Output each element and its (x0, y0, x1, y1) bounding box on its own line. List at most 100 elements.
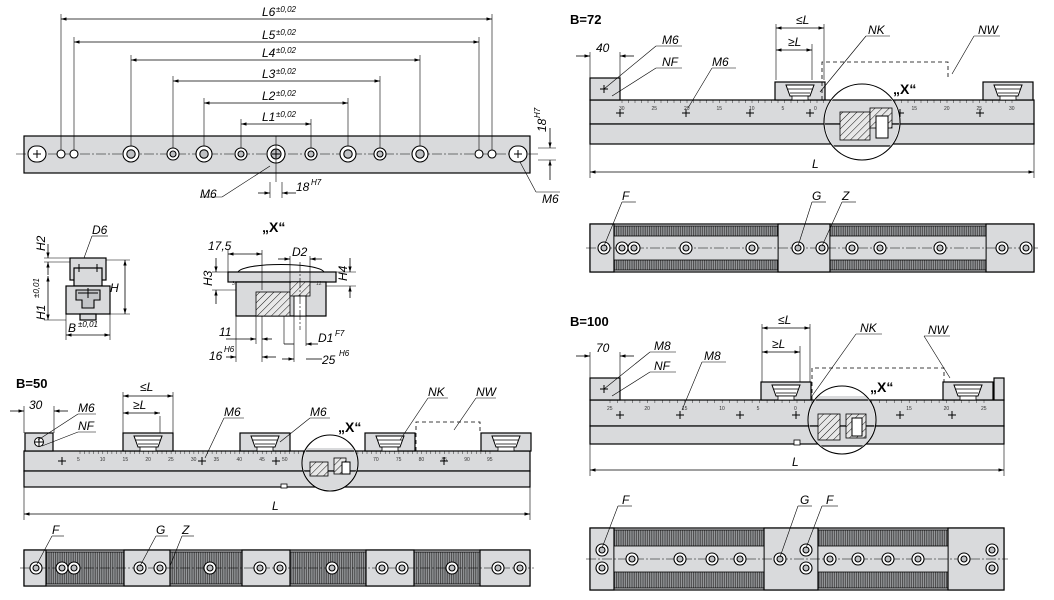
b100-dim-70: 70 (596, 341, 610, 355)
b50-end-block-left (25, 433, 53, 451)
svg-text:±0,01: ±0,01 (32, 278, 41, 298)
b50-clamp-4 (480, 432, 532, 452)
dim-h: H (110, 281, 119, 295)
b100-label-m8-b: M8 (704, 349, 721, 363)
b50-ge-l: ≥L (133, 398, 146, 412)
b100-clamp-2 (942, 381, 994, 401)
scale-tick-label: 25 (981, 406, 987, 412)
assembly-b100-side: B=100 2520151050510152025 L 70 ≤L ≥L M8 … (570, 313, 1005, 476)
scale-tick-label: 95 (487, 457, 493, 463)
dim-17-5: 17,5 (208, 239, 232, 253)
b100-x-ref: „X“ (870, 379, 893, 395)
scale-tick-label: 20 (644, 406, 650, 412)
header-b72: B=72 (570, 12, 601, 27)
scale-tick-label: 10 (719, 406, 725, 412)
dimension-chain: L6 ±0,02 L5 ±0,02 L4 ±0,02 L3 ±0,02 L2 ±… (60, 5, 560, 206)
b100-label-f-left: F (622, 493, 630, 507)
scale-tick-label: 5 (757, 406, 760, 412)
svg-text:±0,02: ±0,02 (276, 89, 297, 98)
b72-label-z: Z (841, 189, 850, 203)
b50-label-g: G (156, 523, 165, 537)
b72-label-nw: NW (978, 23, 1000, 37)
svg-text:F7: F7 (335, 329, 345, 338)
rail-top-view (16, 135, 538, 182)
dim-l4: L4 (262, 46, 276, 60)
dim-h1: H1 (34, 305, 48, 320)
b50-x-ref: „X“ (338, 419, 361, 435)
assembly-b50-side: B=50 51015202530354045505560657075808590… (10, 376, 532, 520)
scale-tick-label: 45 (259, 457, 265, 463)
b72-dim-40: 40 (596, 41, 610, 55)
b50-label-nf: NF (78, 419, 95, 433)
b50-clamp-3 (364, 432, 416, 452)
scale-tick-label: 35 (214, 457, 220, 463)
b100-label-nf: NF (654, 359, 671, 373)
dim-11: 11 (219, 325, 231, 339)
header-b100: B=100 (570, 314, 609, 329)
b72-ge-l: ≥L (788, 35, 801, 49)
b100-dim-l: L (792, 455, 799, 469)
scale-tick-label: 5 (782, 106, 785, 112)
dim-d1: D1 (318, 331, 333, 345)
scale-tick-label: 20 (944, 406, 950, 412)
scale-tick-label: 50 (282, 457, 288, 463)
header-b50: B=50 (16, 376, 47, 391)
dim-l2: L2 (262, 89, 276, 103)
label-m6-right: M6 (542, 192, 559, 206)
b72-label-nf: NF (662, 55, 679, 69)
dim-18-right: 18 (535, 118, 549, 132)
scale-tick-label: 10 (749, 106, 755, 112)
svg-text:H6: H6 (339, 349, 350, 358)
scale-tick-label: 15 (682, 406, 688, 412)
b50-dim-l: L (272, 499, 279, 513)
dim-h2: H2 (34, 235, 48, 251)
b72-dim-l: L (812, 157, 819, 171)
scale-tick-label: 0 (814, 106, 817, 112)
assembly-b50-top: F G Z (20, 523, 534, 587)
scale-tick-label: 0 (794, 406, 797, 412)
b50-dim-30: 30 (29, 398, 43, 412)
b50-clamp-2 (239, 432, 291, 452)
dim-l3: L3 (262, 67, 276, 81)
scale-tick-label: 15 (123, 457, 129, 463)
scale-tick-label: 5 (77, 457, 80, 463)
dim-25: 25 (321, 353, 336, 367)
b50-label-nw: NW (476, 385, 498, 399)
b50-clamp-1 (122, 432, 174, 452)
scale-tick-label: 30 (619, 106, 625, 112)
b100-le-l: ≤L (778, 313, 791, 327)
scale-tick-label: 15 (912, 106, 918, 112)
b100-ge-l: ≥L (772, 337, 785, 351)
svg-text:±0,02: ±0,02 (276, 28, 297, 37)
scale-tick-label: 20 (944, 106, 950, 112)
cross-section-view: H2 H1 ±0,01 H B ±0,01 D6 (32, 223, 130, 340)
scale-tick-label: 30 (191, 457, 197, 463)
scale-tick-label: 25 (168, 457, 174, 463)
scale-tick-label: 70 (373, 457, 379, 463)
b72-label-g: G (812, 189, 821, 203)
b50-rail-lower (23, 470, 531, 488)
b50-le-l: ≤L (140, 380, 153, 394)
b72-label-f: F (622, 189, 630, 203)
label-d6: D6 (92, 223, 108, 237)
detail-x-view: „X“ 3 12 17,5 D2 H3 H4 11 D1 F7 16 H6 25… (201, 219, 356, 367)
svg-text:12: 12 (316, 281, 322, 287)
svg-text:H7: H7 (533, 107, 542, 118)
scale-tick-label: 75 (396, 457, 402, 463)
dim-16: 16 (209, 349, 223, 363)
svg-text:H7: H7 (311, 178, 322, 187)
b50-label-nk: NK (428, 385, 446, 399)
tol-l6: ±0,02 (276, 5, 297, 14)
b72-label-nk: NK (868, 23, 886, 37)
svg-text:±0,01: ±0,01 (78, 320, 98, 329)
dim-d2: D2 (292, 245, 308, 259)
svg-text:H6: H6 (224, 345, 235, 354)
assembly-b72-side: B=72 30252015105051015202530 L 40 ≤L ≥L … (570, 12, 1035, 178)
dim-l6: L6 (262, 5, 276, 19)
b100-label-nw: NW (928, 323, 950, 337)
assembly-b100-top: F G F (586, 493, 1008, 591)
dim-l1: L1 (262, 110, 275, 124)
svg-text:±0,02: ±0,02 (276, 67, 297, 76)
scale-tick-label: 25 (607, 406, 613, 412)
scale-tick-label: 20 (684, 106, 690, 112)
